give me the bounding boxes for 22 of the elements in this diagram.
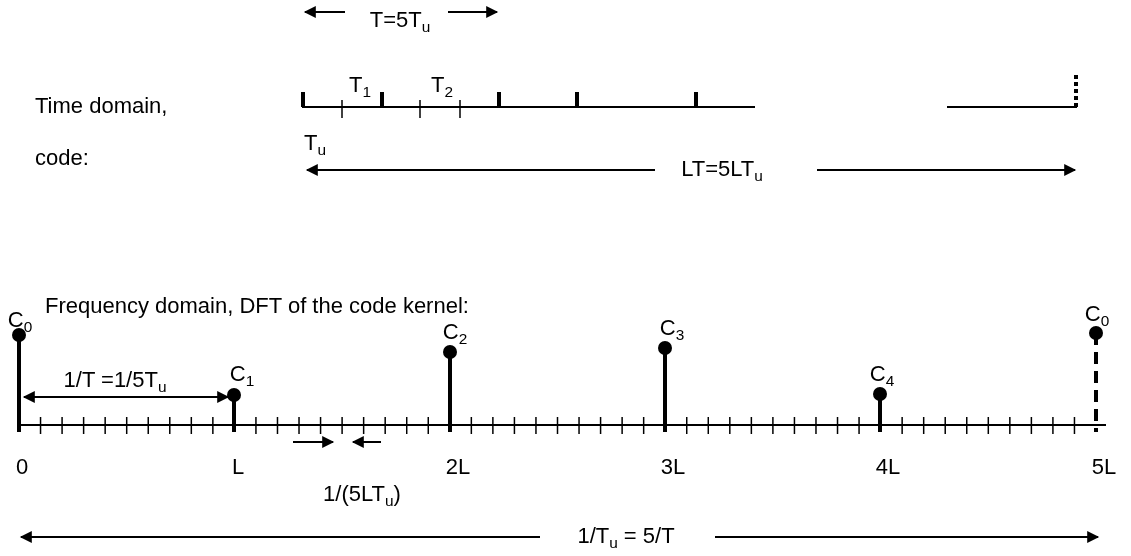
axis-title: Time domain, code: <box>35 92 169 172</box>
tick-label: 0 <box>15 455 29 480</box>
coefficient-label: C$_{3}$ <box>659 316 685 345</box>
tick-label: 5L <box>1091 455 1117 480</box>
coefficient-label: C$_{1}$ <box>229 362 255 391</box>
tick-label: 3L <box>660 455 686 480</box>
interval-label: T$_{1}$ <box>349 73 371 102</box>
coefficient-label: C$_{0}$ <box>1084 302 1110 331</box>
axis-title: Frequency domain, DFT of the code kernel: <box>45 294 469 319</box>
tick-label: L <box>231 455 245 480</box>
coefficient-label: C$_{4}$ <box>869 362 895 391</box>
tick-label: 4L <box>875 455 901 480</box>
dimension-label: LT=5LT$_{u}$ <box>681 157 763 186</box>
tick-label: 2L <box>445 455 471 480</box>
interval-label: T$_{u}$ <box>304 131 326 160</box>
coefficient-label: C$_{0}$ <box>7 308 33 337</box>
dimension-label: T=5T$_{u}$ <box>369 8 431 37</box>
dimension-label: 1/(5LT$_{u}$) <box>323 482 401 511</box>
dimension-label: 1/T$_{u}$ = 5/T <box>577 524 675 553</box>
coefficient-label: C$_{2}$ <box>442 320 468 349</box>
dimension-label: 1/T =1/5T$_{u}$ <box>63 368 167 397</box>
interval-label: T$_{2}$ <box>431 73 453 102</box>
